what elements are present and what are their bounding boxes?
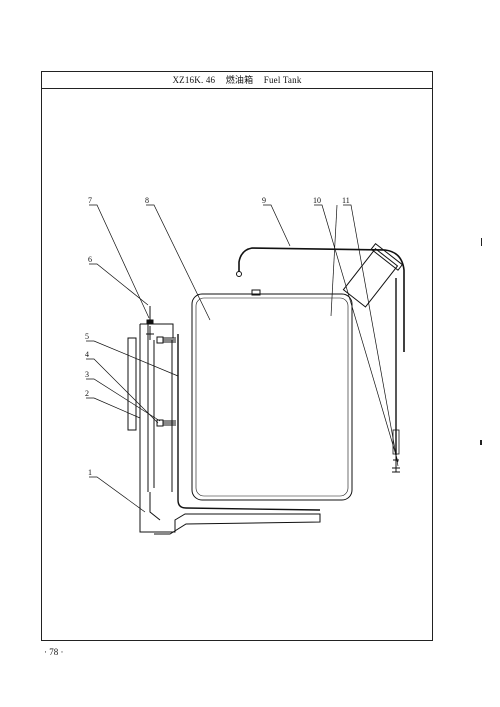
fitting-lower [392, 455, 400, 473]
bracket-foot [149, 492, 161, 521]
callout-11: 11 [342, 196, 350, 205]
callout-5: 5 [85, 332, 89, 341]
callout-8: 8 [145, 196, 149, 205]
filler-neck [342, 242, 404, 308]
frame-rail-inner [153, 340, 173, 492]
tank-top-cap [251, 289, 261, 296]
vent-tube-end [236, 271, 242, 277]
callout-7: 7 [88, 196, 92, 205]
fuel-tank-inner-outline [195, 297, 349, 497]
leader-lines [86, 204, 399, 513]
base-bracket [139, 490, 321, 535]
callout-4: 4 [85, 350, 89, 359]
title-english: Fuel Tank [263, 75, 302, 85]
frame-rail [139, 323, 174, 492]
screw-top [146, 306, 154, 340]
callout-1: 1 [88, 468, 92, 477]
edge-mark-top [481, 238, 482, 246]
side-plate [127, 337, 137, 431]
callout-10: 10 [313, 196, 321, 205]
strap [177, 334, 321, 511]
edge-mark-dot [480, 440, 482, 445]
title-chinese: 燃油箱 [225, 75, 254, 85]
callout-2: 2 [85, 389, 89, 398]
callout-3: 3 [85, 370, 89, 379]
callout-9: 9 [262, 196, 266, 205]
page-number: · 78 · [44, 647, 64, 657]
vent-tube [238, 247, 405, 352]
fuel-tank-body [191, 293, 353, 501]
title-block: XZ16K. 46 燃油箱 Fuel Tank [42, 72, 432, 89]
bolt-upper [156, 336, 176, 344]
drawing-code: XZ16K. 46 [172, 75, 216, 85]
drawing-frame: XZ16K. 46 燃油箱 Fuel Tank [41, 71, 433, 641]
callout-6: 6 [88, 255, 92, 264]
bolt-lower [156, 419, 176, 427]
